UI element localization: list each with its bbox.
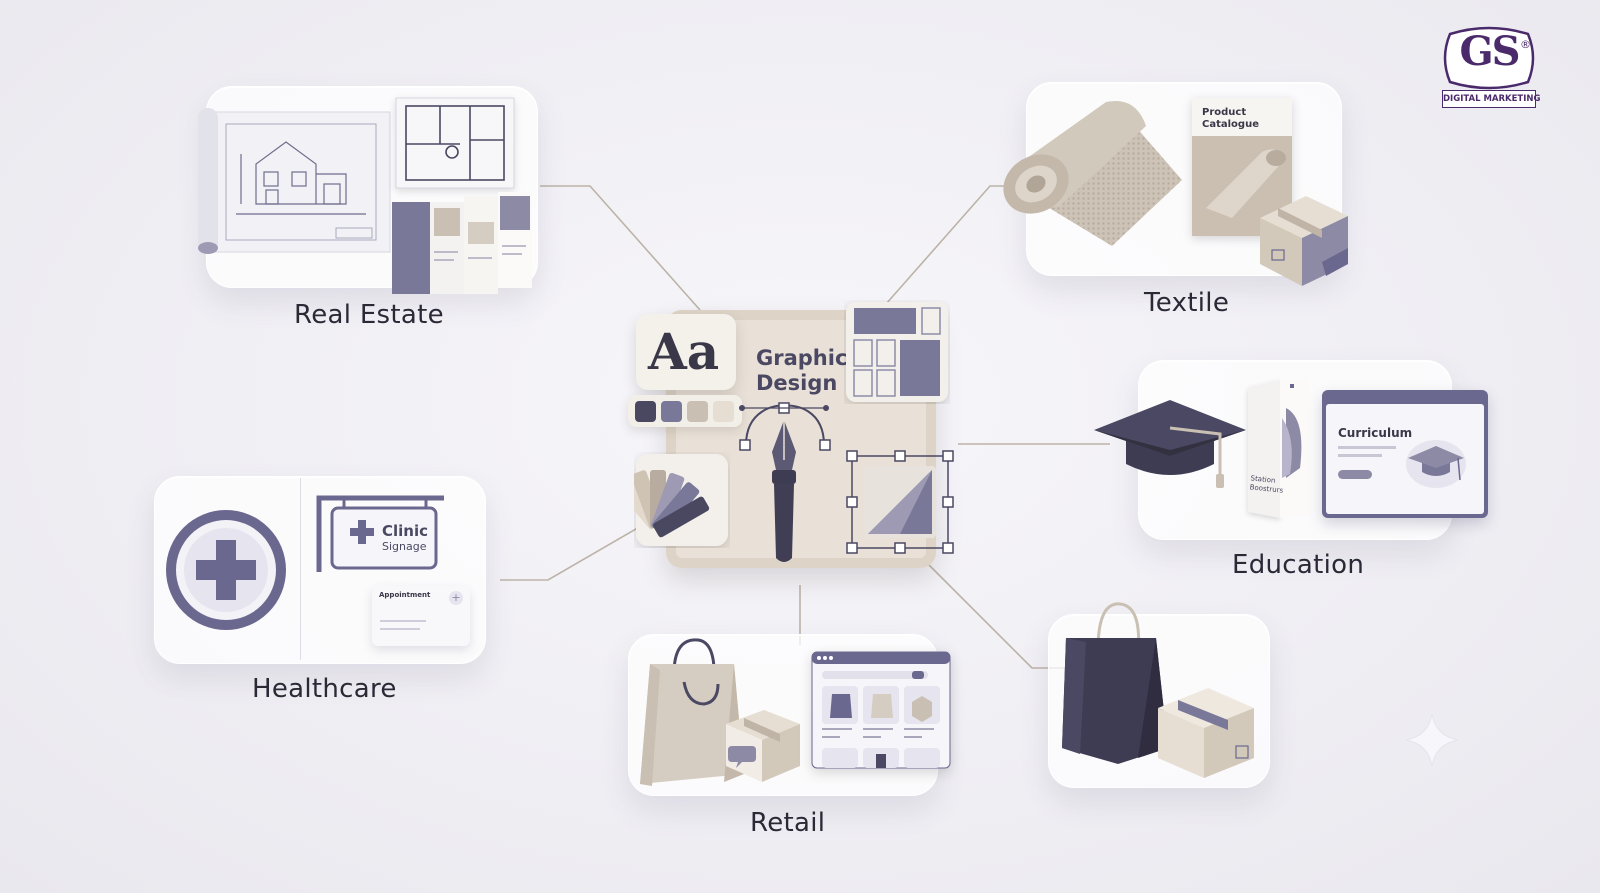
connector-real-estate <box>540 185 701 311</box>
swatch-fan-icon <box>634 454 728 546</box>
shipping-box-icon <box>1260 196 1348 286</box>
appointment-plus-icon: + <box>449 591 463 605</box>
appointment-line <box>380 628 420 630</box>
clinic-sign-text: Clinic Signage <box>382 522 428 554</box>
graphic-design-hub: Aa Graphic- Design <box>620 300 980 590</box>
appointment-line <box>380 620 426 622</box>
sparkle-icon <box>1405 713 1459 767</box>
typography-tile: Aa <box>636 314 736 390</box>
swatch-4 <box>713 400 734 422</box>
appointment-title: Appointment <box>379 591 431 599</box>
clinic-sign-line1: Clinic <box>382 522 429 540</box>
appointment-card: Appointment + <box>372 586 470 646</box>
logo-tagline: DIGITAL MARKETING <box>1442 90 1540 108</box>
catalogue-title-line2: Catalogue <box>1202 119 1259 130</box>
logo-text: GS <box>1459 28 1520 75</box>
swatch-2 <box>661 400 682 422</box>
healthcare-label: Healthcare <box>252 674 397 704</box>
center-title: Graphic- Design <box>756 346 856 396</box>
fabric-roll-illustration <box>1003 101 1182 246</box>
education-label: Education <box>1232 550 1365 580</box>
logo-registered: ® <box>1520 38 1531 51</box>
ecommerce-screen <box>811 651 951 769</box>
swatch-3 <box>687 400 708 422</box>
center-title-line1: Graphic- <box>756 346 857 370</box>
connector-healthcare <box>500 521 649 581</box>
real-estate-label: Real Estate <box>294 300 444 330</box>
textile-label: Textile <box>1144 288 1230 318</box>
curriculum-line <box>1338 446 1396 449</box>
retail-box-icon <box>726 710 800 782</box>
center-title-line2: Design <box>756 371 838 395</box>
logo-badge-shape <box>1443 26 1535 90</box>
curriculum-title: Curriculum <box>1338 426 1413 440</box>
catalogue-title: Product Catalogue <box>1202 107 1259 131</box>
transform-frame-icon <box>846 450 954 554</box>
clinic-signage-icon <box>316 495 444 572</box>
swatch-1 <box>635 400 656 422</box>
brochure-illustration <box>1248 378 1310 518</box>
pen-tool-icon <box>739 402 831 562</box>
retail-label: Retail <box>750 808 826 838</box>
type-sample: Aa <box>648 322 720 381</box>
curriculum-cap-icon <box>1406 440 1466 488</box>
gs-logo: GS ® DIGITAL MARKETING <box>1440 24 1540 110</box>
blueprint-illustration <box>198 97 532 294</box>
brochure-text: Station Boostrurs <box>1249 474 1284 495</box>
curriculum-line <box>1338 454 1382 457</box>
dark-shopping-bag-icon <box>1062 602 1168 764</box>
color-swatch-strip <box>628 395 742 427</box>
layout-grid-icon <box>846 302 948 402</box>
curriculum-screen: Curriculum <box>1322 390 1488 518</box>
catalogue-title-line1: Product <box>1202 107 1247 118</box>
healthcare-divider <box>300 478 301 660</box>
curriculum-button <box>1338 470 1372 479</box>
graduation-cap-icon <box>1094 400 1246 488</box>
medical-cross-icon <box>166 510 286 630</box>
clinic-sign-line2: Signage <box>382 540 427 553</box>
shopping-box-icon <box>1158 688 1254 778</box>
